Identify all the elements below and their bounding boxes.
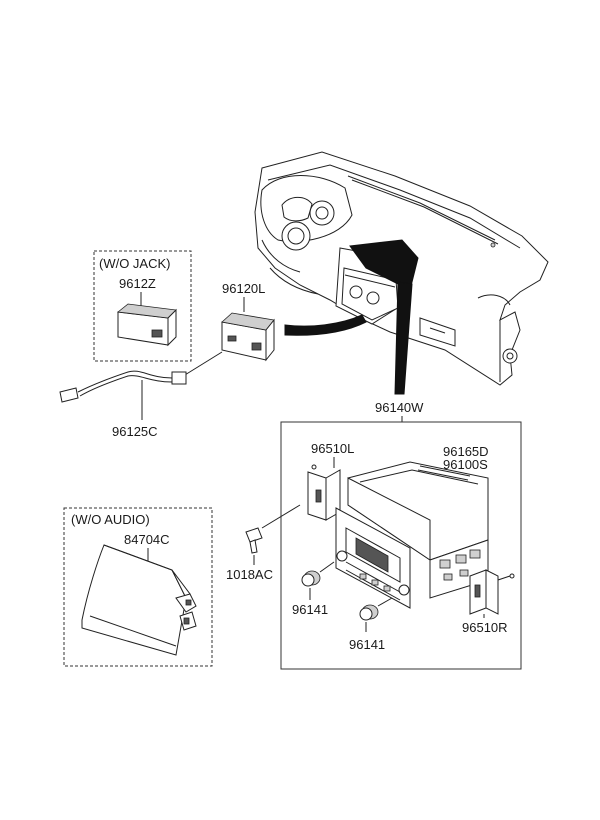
part-label-96165d: 96165D bbox=[443, 444, 489, 459]
part-label-96100s: 96100S bbox=[443, 457, 488, 472]
cover-84704c bbox=[81, 544, 197, 656]
bracket-96510r bbox=[469, 569, 515, 618]
jack-part-9612z bbox=[117, 303, 177, 347]
part-label-96140w: 96140W bbox=[375, 400, 424, 415]
head-unit-96100s bbox=[335, 461, 489, 609]
part-label-96120l: 96120L bbox=[222, 281, 265, 296]
screw-1018ac bbox=[245, 527, 263, 565]
wo-jack-box bbox=[93, 250, 192, 362]
bracket-96510l bbox=[261, 464, 341, 529]
dashboard-illustration bbox=[254, 151, 549, 386]
part-label-1018ac: 1018AC bbox=[226, 567, 273, 582]
audio-assembly-box bbox=[280, 421, 522, 670]
wo-audio-label: (W/O AUDIO) bbox=[71, 512, 150, 527]
part-label-96125c: 96125C bbox=[112, 424, 158, 439]
cable-96125c bbox=[59, 351, 223, 420]
part-label-96141-right: 96141 bbox=[349, 637, 385, 652]
knob-96141-left bbox=[301, 561, 335, 600]
part-label-96510r: 96510R bbox=[462, 620, 508, 635]
part-label-84704c: 84704C bbox=[124, 532, 170, 547]
jack-part-96120l bbox=[221, 312, 275, 362]
arrow-to-96120l bbox=[284, 314, 367, 336]
arrow-to-96140w bbox=[394, 281, 413, 395]
wo-jack-label: (W/O JACK) bbox=[99, 256, 171, 271]
wo-audio-box bbox=[63, 507, 213, 667]
part-label-96141-left: 96141 bbox=[292, 602, 328, 617]
part-label-96510l: 96510L bbox=[311, 441, 354, 456]
knob-96141-right bbox=[359, 597, 393, 632]
part-label-9612z: 9612Z bbox=[119, 276, 156, 291]
